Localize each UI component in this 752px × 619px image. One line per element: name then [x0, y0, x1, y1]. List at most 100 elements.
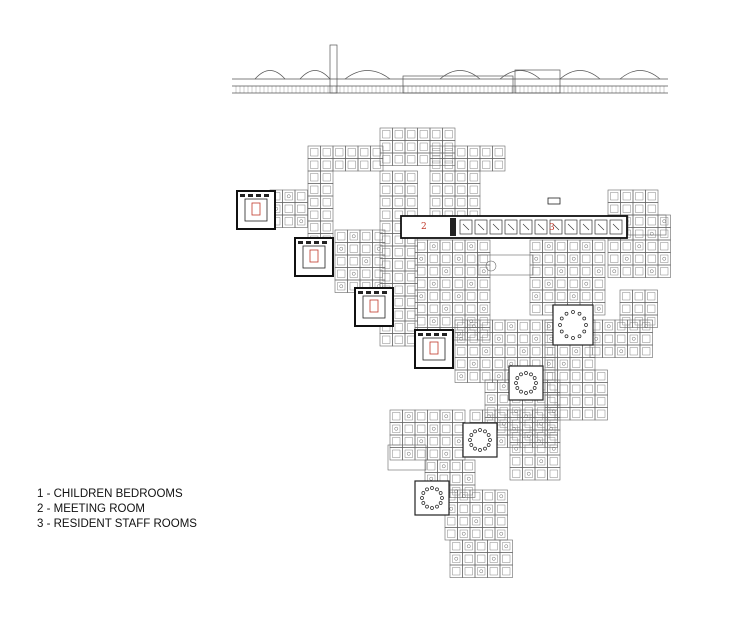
plan-cell: [439, 447, 453, 461]
plan-cell: [392, 308, 406, 322]
plan-cell: [467, 357, 481, 371]
plan-cell-dot: [454, 556, 459, 561]
plan-cell-inner: [547, 437, 556, 446]
plan-outline: [627, 214, 667, 236]
plan-cell-inner: [297, 204, 306, 213]
plan-cell-inner: [502, 554, 511, 563]
plan-cell: [542, 289, 556, 303]
plan-cell-inner: [559, 372, 568, 381]
plan-cell: [427, 289, 441, 303]
courtyard-column: [529, 372, 533, 377]
plan-cell: [442, 158, 456, 172]
plan-cell: [454, 369, 468, 383]
plan-cell-dot: [539, 459, 544, 464]
plan-cell-dot: [649, 269, 654, 274]
plan-cell: [454, 158, 468, 172]
plan-cell-dot: [499, 439, 504, 444]
plan-cell: [582, 382, 596, 396]
plan-cell: [607, 264, 621, 278]
plan-cell: [645, 252, 659, 266]
plan-cell: [494, 502, 508, 516]
plan-cell-inner: [337, 257, 346, 266]
plan-cell: [357, 158, 371, 172]
plan-cell-inner: [635, 204, 644, 213]
plan-cell: [452, 302, 466, 316]
plan-cell-dot: [551, 446, 556, 451]
plan-cell-inner: [322, 185, 331, 194]
plan-cell: [517, 332, 531, 346]
plan-cell: [414, 434, 428, 448]
plan-cell: [497, 404, 511, 418]
plan-cell: [484, 379, 498, 393]
plan-cell: [544, 422, 558, 436]
plan-cell-inner: [537, 407, 546, 416]
floor-plan: [269, 127, 671, 578]
plan-cell-inner: [584, 359, 593, 368]
courtyard-column: [420, 496, 424, 500]
plan-cell: [307, 145, 321, 159]
plan-cell-dot: [526, 434, 531, 439]
plan-cell-inner: [362, 269, 371, 278]
plan-cell: [469, 527, 483, 541]
plan-cell-dot: [431, 426, 436, 431]
plan-cell-inner: [524, 469, 533, 478]
plan-cell-inner: [522, 412, 531, 421]
small-mark: [547, 197, 561, 205]
plan-cell: [379, 152, 393, 166]
plan-cell: [307, 195, 321, 209]
plan-cell: [334, 229, 348, 243]
plan-cell: [554, 239, 568, 253]
staff-room: [594, 219, 608, 235]
plan-cell: [547, 392, 561, 406]
plan-cell-inner: [647, 204, 656, 213]
plan-cell-inner: [584, 409, 593, 418]
plan-cell-dot: [624, 256, 629, 261]
plan-cell-inner: [432, 198, 441, 207]
plan-cell-inner: [452, 487, 461, 496]
plan-cell-inner: [432, 173, 441, 182]
plan-cell-inner: [419, 130, 428, 139]
plan-cell-inner: [469, 198, 478, 207]
plan-cell: [542, 277, 556, 291]
bedroom-detail: [256, 194, 261, 197]
plan-cell: [469, 514, 483, 528]
plan-cell: [594, 382, 608, 396]
plan-cell-inner: [322, 210, 331, 219]
plan-cell: [477, 327, 491, 341]
plan-cell-inner: [372, 148, 381, 157]
plan-cell-dot: [584, 281, 589, 286]
plan-cell-inner: [617, 322, 626, 331]
plan-cell: [639, 332, 653, 346]
plan-cell: [392, 245, 406, 259]
plan-cell: [479, 332, 493, 346]
plan-cell: [619, 289, 633, 303]
courtyard-column: [469, 433, 474, 437]
bedroom-block: [236, 190, 276, 230]
plan-cell: [464, 252, 478, 266]
plan-cell-inner: [544, 267, 553, 276]
plan-cell-inner: [429, 292, 438, 301]
plan-cell-inner: [494, 372, 503, 381]
plan-cell: [544, 409, 558, 423]
plan-cell: [492, 369, 506, 383]
plan-cell: [607, 252, 621, 266]
plan-cell: [307, 170, 321, 184]
plan-cell: [452, 264, 466, 278]
plan-cell-inner: [404, 437, 413, 446]
plan-cell-dot: [474, 519, 479, 524]
plan-cell: [522, 429, 536, 443]
plan-cell-dot: [461, 531, 466, 536]
plan-cell-inner: [407, 260, 416, 269]
plan-cell: [504, 332, 518, 346]
plan-cell-inner: [647, 254, 656, 263]
plan-cell-inner: [337, 269, 346, 278]
plan-cell-inner: [347, 160, 356, 169]
plan-cell: [457, 489, 471, 503]
plan-cell-inner: [647, 267, 656, 276]
plan-cell: [534, 467, 548, 481]
plan-cell: [632, 264, 646, 278]
plan-cell: [569, 357, 583, 371]
plan-cell: [452, 239, 466, 253]
plan-cell-inner: [622, 267, 631, 276]
plan-cell-inner: [394, 130, 403, 139]
